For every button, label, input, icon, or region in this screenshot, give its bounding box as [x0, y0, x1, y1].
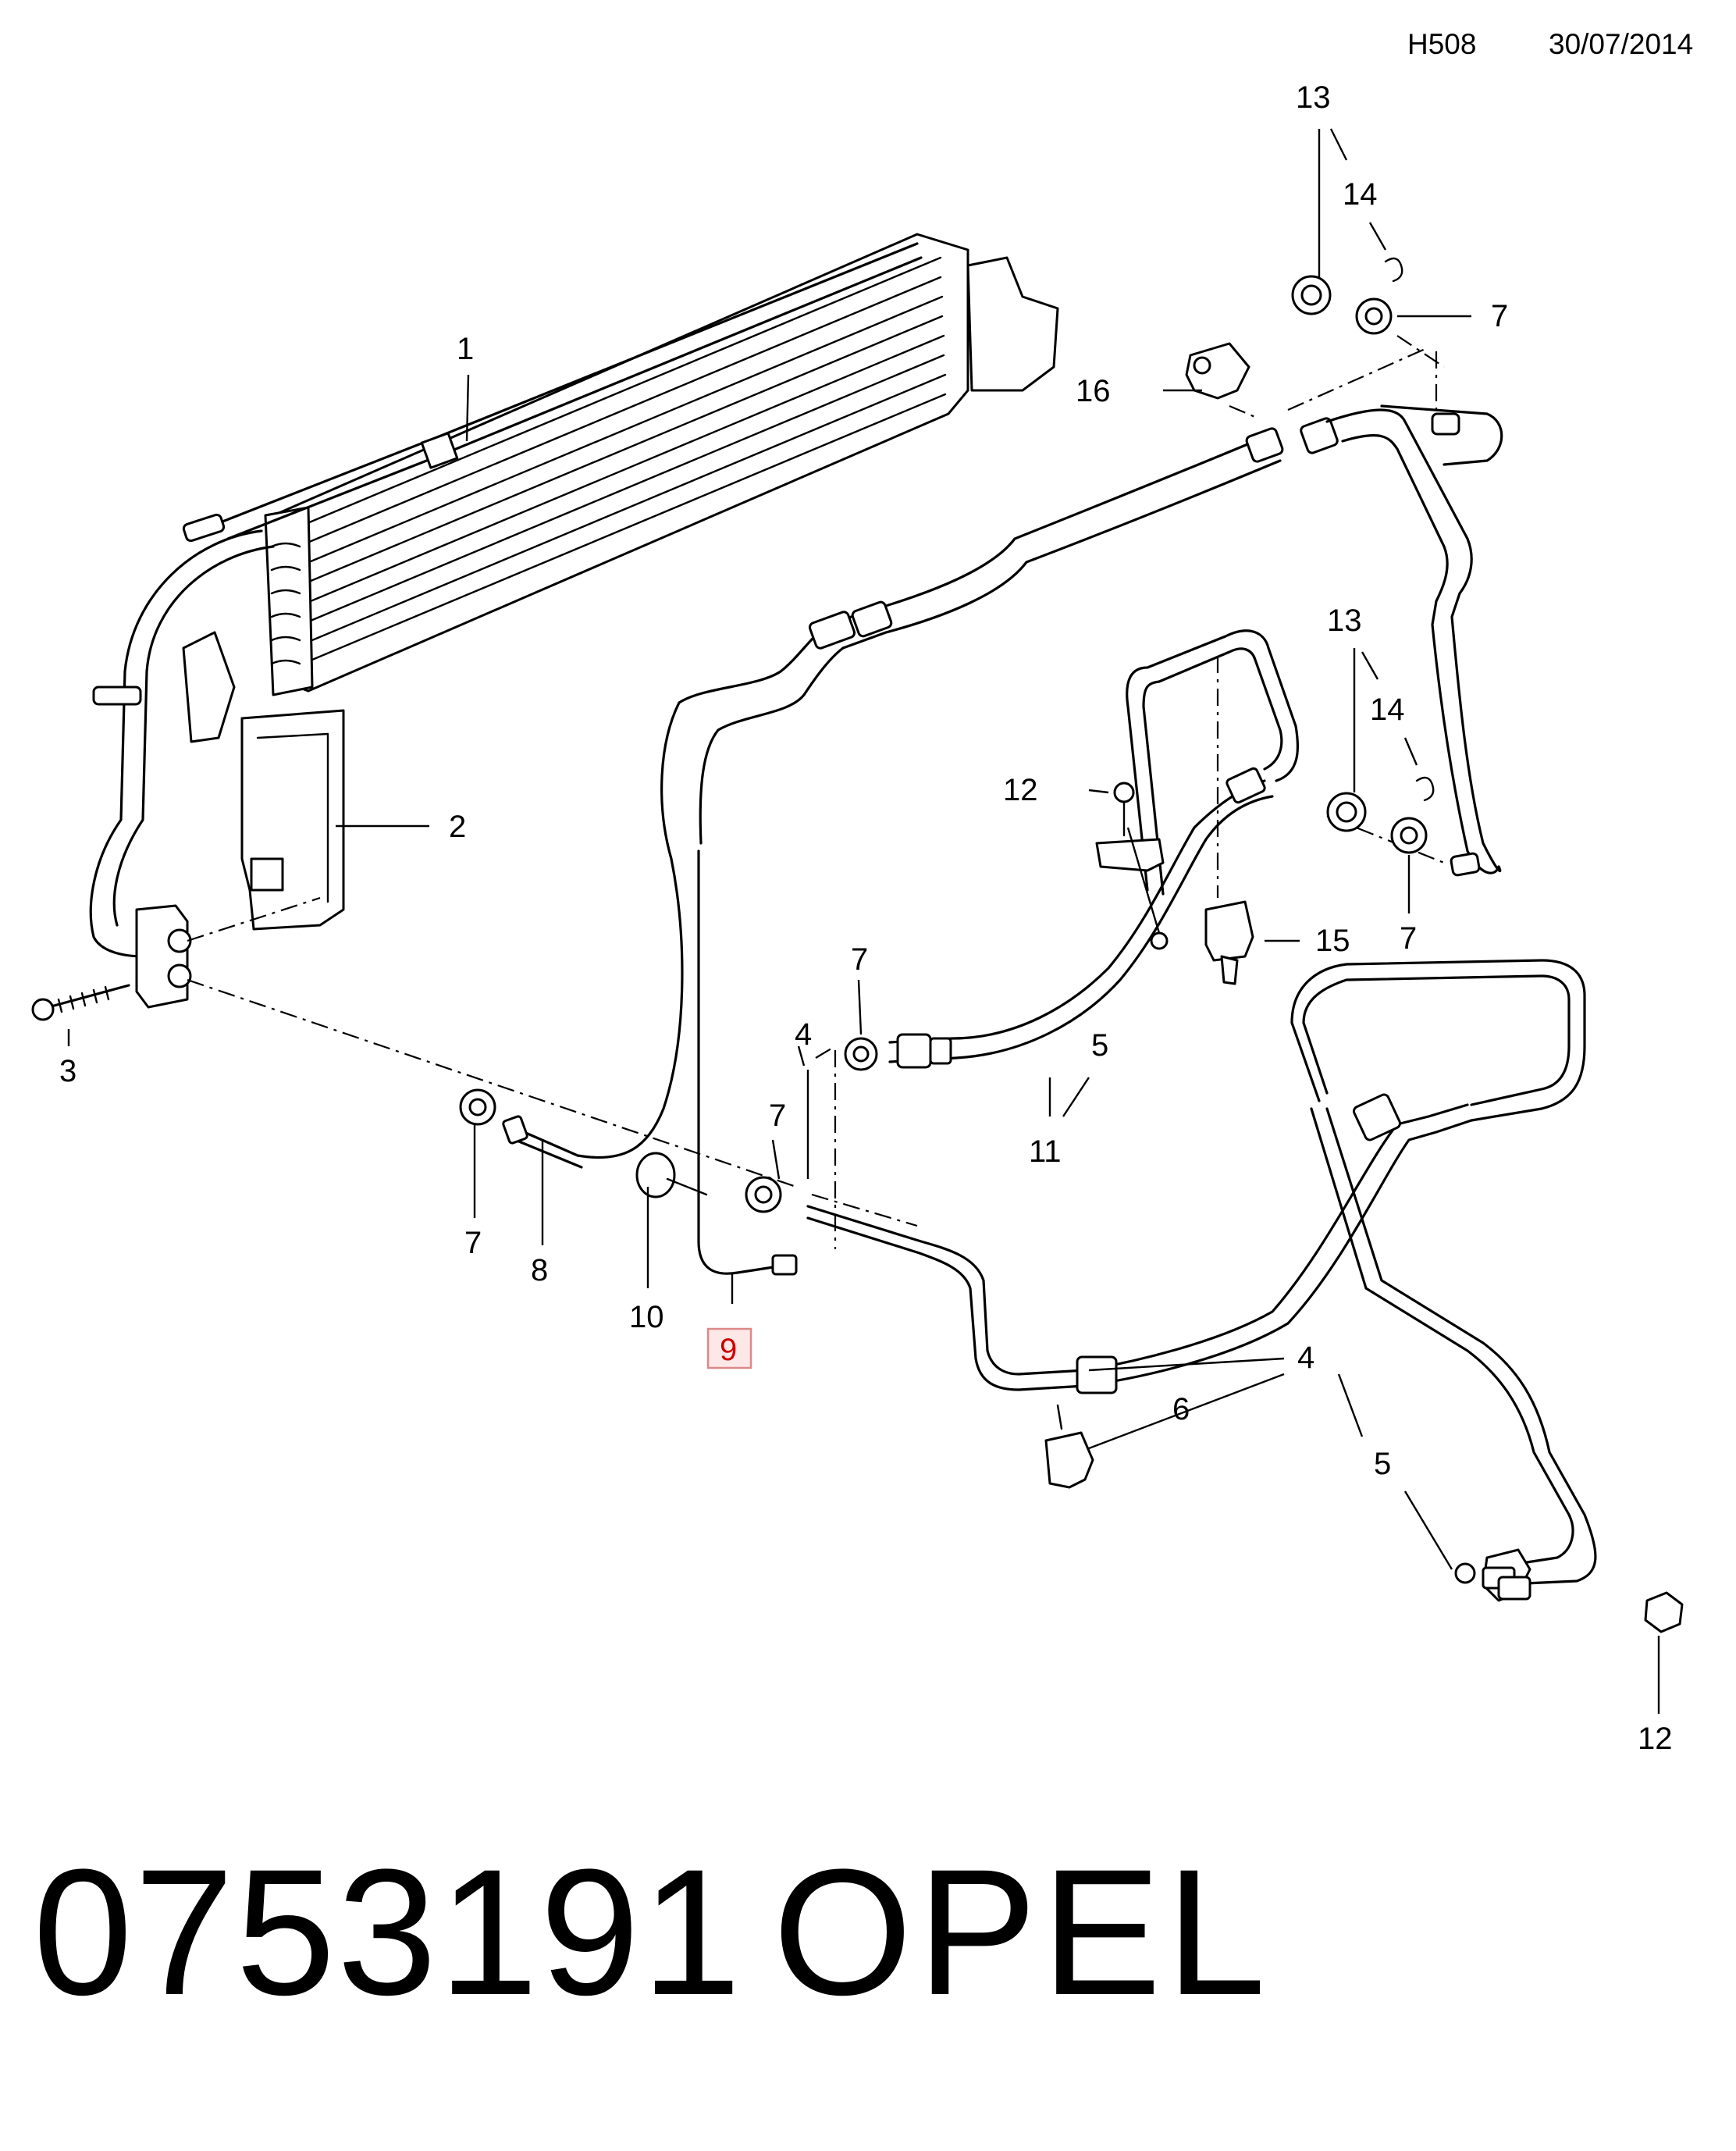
callout-8: 8	[531, 1253, 548, 1287]
part-number: 0753191	[33, 1832, 743, 2032]
callout-4a: 4	[795, 1017, 812, 1052]
callout-12a: 12	[1003, 773, 1038, 807]
screw	[31, 984, 130, 1021]
callout-4b: 4	[1297, 1341, 1314, 1375]
hose-assembly	[888, 629, 1300, 1069]
callout-14b: 14	[1370, 693, 1405, 727]
diagram-date: 30/07/2014	[1549, 28, 1694, 60]
clip-10	[635, 1152, 708, 1198]
callout-12b: 12	[1638, 1722, 1673, 1756]
fastener-set-mid	[1326, 776, 1435, 854]
callout-11: 11	[1029, 1134, 1062, 1169]
callout-9: 9	[720, 1333, 737, 1367]
callouts: 1 2 3 4 4 5 5 6 7 7 7 7 7 8 9 10 11 12 1…	[59, 80, 1673, 1756]
callout-7b: 7	[769, 1099, 786, 1133]
leader-lines	[67, 128, 1660, 1714]
callout-7a: 7	[851, 942, 868, 977]
brand-name: OPEL	[773, 1832, 1271, 2032]
callout-7d: 7	[1491, 299, 1508, 333]
callout-10: 10	[629, 1300, 664, 1334]
nut-12	[1644, 1591, 1684, 1633]
callout-9-highlight	[706, 1327, 752, 1369]
callout-13a: 13	[1296, 80, 1331, 115]
connector-block	[135, 904, 192, 1009]
pipe-clip	[1044, 1404, 1094, 1489]
seals	[459, 1037, 1476, 1584]
oil-cooler	[89, 233, 1059, 958]
cooler-pipe	[806, 959, 1597, 1602]
fastener-set-top	[1291, 257, 1403, 335]
callout-14a: 14	[1343, 177, 1378, 212]
callout-6: 6	[1172, 1392, 1190, 1426]
callout-5b: 5	[1374, 1447, 1391, 1481]
callout-15: 15	[1315, 924, 1350, 958]
hose-clip	[1185, 342, 1250, 400]
callout-16: 16	[1076, 374, 1111, 408]
callout-13b: 13	[1327, 604, 1362, 638]
callout-2: 2	[449, 810, 466, 844]
diagram-code: H508	[1407, 28, 1477, 60]
callout-5a: 5	[1091, 1028, 1108, 1063]
callout-1: 1	[457, 332, 474, 366]
callout-3: 3	[59, 1054, 76, 1088]
baffle-plate	[240, 709, 345, 931]
return-pipe	[502, 404, 1503, 1276]
callout-7e: 7	[1400, 921, 1417, 956]
retaining-clip	[1204, 900, 1254, 985]
callout-7c: 7	[464, 1226, 482, 1260]
